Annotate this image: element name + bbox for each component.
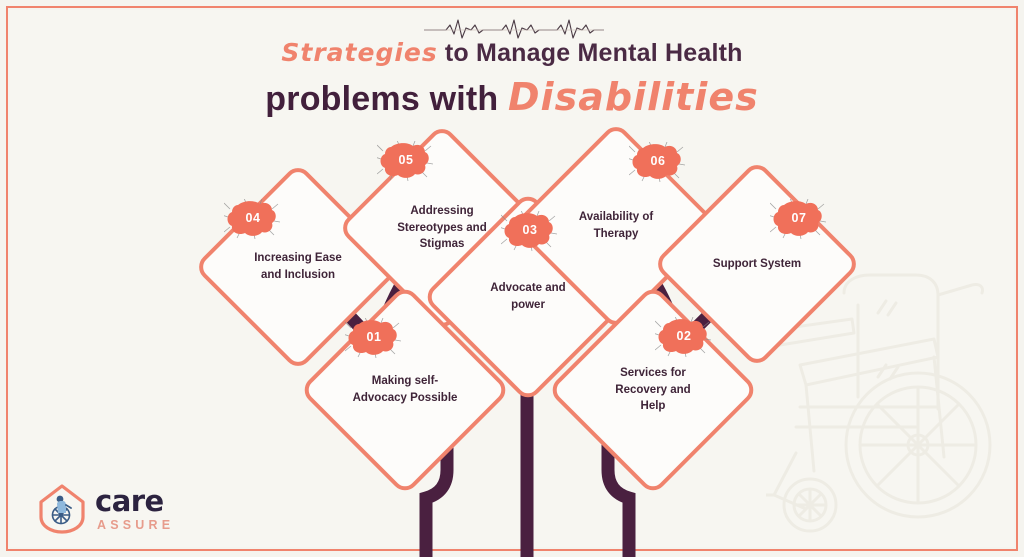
house-wheelchair-icon <box>39 484 85 534</box>
badge-06-number: 06 <box>650 154 666 168</box>
badge-04-number: 04 <box>245 211 261 225</box>
title-line-1: Strategies to Manage Mental Health <box>0 40 1024 66</box>
brand-logo[interactable]: care ASSURE <box>38 483 174 535</box>
title-accent-disabilities: Disabilities <box>508 75 759 119</box>
badge-01-number: 01 <box>366 330 382 344</box>
title-line-2-dark: problems with <box>265 80 509 118</box>
badge-06[interactable]: 06 <box>629 142 685 182</box>
logo-primary-text: care <box>95 483 164 518</box>
badge-05-number: 05 <box>398 153 414 167</box>
badge-03-blob-icon <box>501 211 557 251</box>
badge-07-blob-icon <box>770 199 826 239</box>
badge-03-number: 03 <box>522 223 538 237</box>
badge-01[interactable]: 01 <box>345 318 401 358</box>
node-02-shape <box>546 283 760 497</box>
badge-07-number: 07 <box>791 211 807 225</box>
node-01-shape <box>298 283 512 497</box>
title-accent-strategies: Strategies <box>281 38 438 67</box>
badge-03[interactable]: 03 <box>501 211 557 251</box>
logo-wordmark: care ASSURE <box>95 483 175 532</box>
ecg-heartbeat-icon <box>424 19 604 39</box>
badge-02-blob-icon <box>655 317 711 357</box>
badge-05[interactable]: 05 <box>377 141 433 181</box>
badge-07[interactable]: 07 <box>770 199 826 239</box>
logo-secondary-text: ASSURE <box>97 517 175 532</box>
badge-04[interactable]: 04 <box>224 199 280 239</box>
badge-06-blob-icon <box>629 142 685 182</box>
title-line-1-rest: to Manage Mental Health <box>437 39 743 67</box>
badge-04-blob-icon <box>224 199 280 239</box>
title-line-2: problems with Disabilities <box>0 78 1024 116</box>
badge-02-number: 02 <box>676 329 692 343</box>
page-title: Strategies to Manage Mental Health probl… <box>0 40 1024 116</box>
badge-05-blob-icon <box>377 141 433 181</box>
badge-02[interactable]: 02 <box>655 317 711 357</box>
badge-01-blob-icon <box>345 318 401 358</box>
